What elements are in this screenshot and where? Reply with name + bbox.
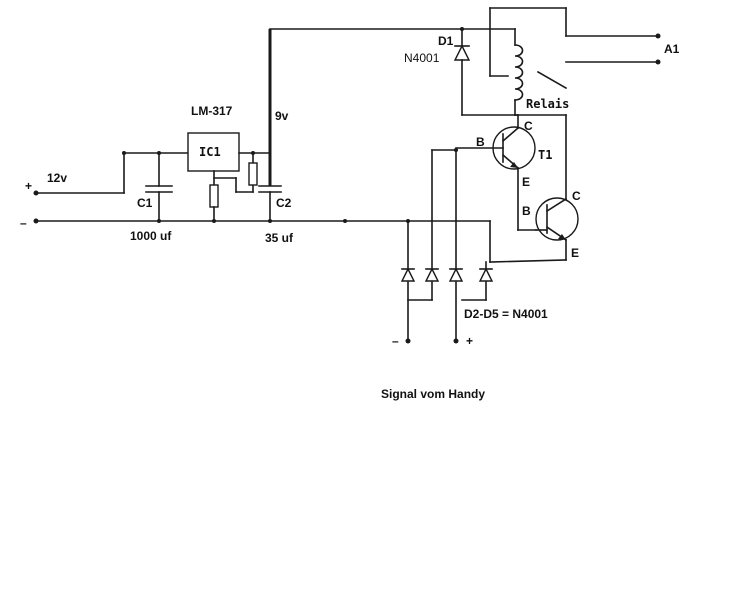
c1-label: C1 [137, 196, 153, 210]
resistor-r2 [209, 184, 219, 208]
signal-plus-terminal [453, 338, 459, 344]
diodes-label: D2-D5 = N4001 [464, 307, 548, 321]
relay-coil [514, 28, 567, 116]
t2-e-label: E [571, 246, 579, 260]
junction-dot [212, 219, 216, 223]
a1-label: A1 [664, 42, 680, 56]
junction-dot [157, 151, 161, 155]
input-12v-line [35, 152, 189, 194]
transistor-t2 [489, 114, 579, 263]
diode-bridge-d2-d5 [400, 149, 494, 342]
relay-switch [489, 7, 659, 90]
t1-e-label: E [522, 175, 530, 189]
signal-caption: Signal vom Handy [381, 387, 485, 401]
adjust-network [209, 152, 258, 222]
t2-c-label: C [572, 189, 581, 203]
c2-value-label: 35 uf [265, 231, 294, 245]
t1-c-label: C [524, 119, 533, 133]
ic-ref-label: IC1 [199, 145, 221, 159]
capacitor-c2 [258, 29, 282, 222]
d1-type-label: N4001 [404, 51, 440, 65]
junction-dot [454, 148, 458, 152]
t1-b-label: B [476, 135, 485, 149]
input-plus-terminal [33, 190, 39, 196]
diode-d1 [453, 28, 519, 116]
input-12v-label: 12v [47, 171, 67, 185]
capacitor-c1 [145, 152, 173, 222]
v9-label: 9v [275, 109, 289, 123]
d1-label: D1 [438, 34, 454, 48]
c2-label: C2 [276, 196, 292, 210]
input-minus-label: – [20, 216, 27, 230]
relais-label: Relais [526, 97, 569, 111]
junction-dot [157, 219, 161, 223]
resistor-r1 [248, 162, 258, 186]
signal-plus-label: + [466, 334, 473, 348]
junction-dot [268, 219, 272, 223]
output-a1-terminal [655, 59, 661, 65]
output-a1-terminal [655, 33, 661, 39]
input-plus-label: + [25, 179, 32, 193]
junction-dot [406, 219, 410, 223]
signal-minus-terminal [405, 338, 411, 344]
transistor-t1 [455, 114, 537, 231]
c1-value-label: 1000 uf [130, 229, 172, 243]
t1-label: T1 [538, 148, 552, 162]
ground-rail [35, 220, 491, 263]
input-minus-terminal [33, 218, 39, 224]
junction-dot [343, 219, 347, 223]
ic1-lm317-box [187, 132, 240, 172]
ic-name-label: LM-317 [191, 104, 233, 118]
t2-b-label: B [522, 204, 531, 218]
junction-dot [122, 151, 126, 155]
signal-minus-label: – [392, 334, 399, 348]
